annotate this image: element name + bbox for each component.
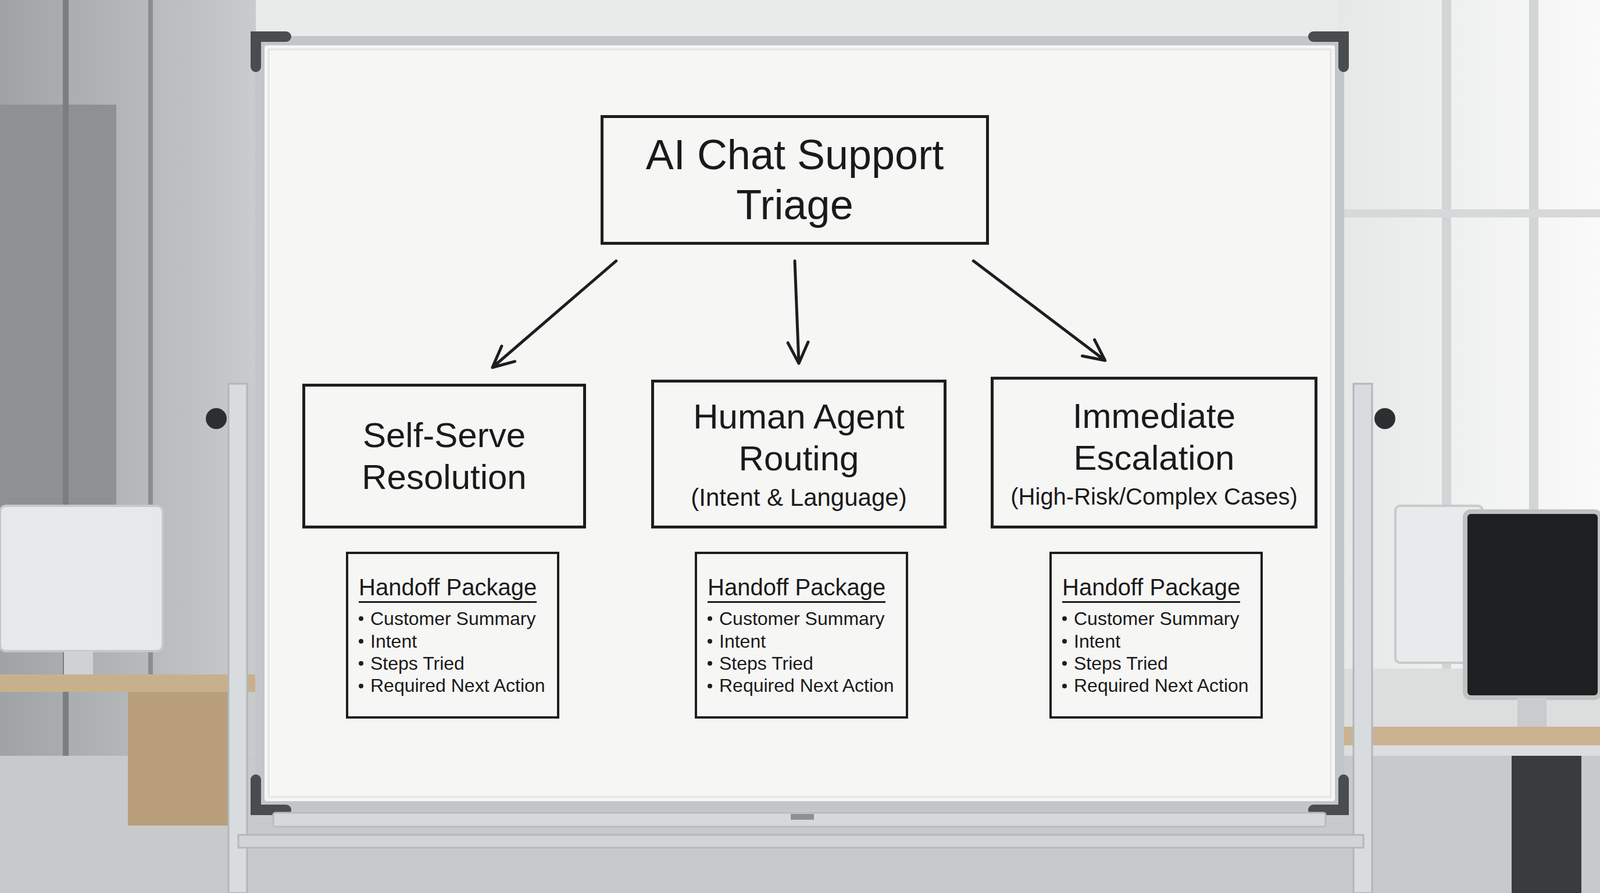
- bullet-item: Customer Summary: [370, 607, 537, 630]
- window-transom: [1337, 209, 1600, 218]
- connector-arrow: [973, 261, 1105, 361]
- tray-clip: [790, 813, 814, 820]
- bullet-item: Steps Tried: [1073, 652, 1169, 675]
- bullet-dot: [1062, 616, 1067, 621]
- bullet-item: Steps Tried: [370, 652, 465, 675]
- bullet-item: Intent: [719, 630, 766, 653]
- stand-pole: [1353, 383, 1373, 893]
- glass-partition: [0, 0, 256, 756]
- box-subtitle: (Intent & Language): [690, 483, 907, 513]
- stand-knob: [205, 408, 227, 430]
- package-heading: Handoff Package: [358, 573, 537, 603]
- frame-corner: [1313, 36, 1344, 67]
- monitor-stand: [1517, 697, 1547, 727]
- frame-corner: [1313, 779, 1344, 810]
- box-title: Immediate Escalation: [1026, 395, 1282, 480]
- bullet-dot: [358, 616, 364, 621]
- bullet-row: Required Next Action: [358, 674, 547, 697]
- stand-knob: [1374, 408, 1396, 430]
- monitor: [0, 505, 163, 652]
- office-chair: [1511, 755, 1582, 893]
- marker-tray: [273, 812, 1326, 827]
- bullet-dot: [358, 638, 364, 644]
- box-title: Human Agent Routing: [670, 395, 927, 480]
- handoff-package-box: Handoff PackageCustomer SummaryIntentSte…: [345, 551, 560, 719]
- bullet-row: Customer Summary: [707, 607, 896, 630]
- stand-pole: [228, 383, 248, 893]
- bullet-row: Steps Tried: [707, 652, 896, 675]
- package-heading: Handoff Package: [707, 573, 886, 603]
- box-title: AI Chat Support Triage: [620, 129, 970, 231]
- bullet-item: Customer Summary: [1073, 607, 1240, 630]
- bullet-row: Intent: [1062, 630, 1250, 653]
- route-box: Human Agent Routing(Intent & Language): [651, 379, 947, 529]
- box-subtitle: (High-Risk/Complex Cases): [1010, 482, 1298, 511]
- monitor-stand: [63, 651, 94, 675]
- bullet-dot: [358, 661, 364, 666]
- bullet-row: Customer Summary: [358, 607, 547, 630]
- route-box: Immediate Escalation(High-Risk/Complex C…: [990, 376, 1318, 529]
- route-box: Self-Serve Resolution: [302, 383, 587, 529]
- package-heading: Handoff Package: [1062, 573, 1241, 603]
- bullet-row: Steps Tried: [1062, 652, 1250, 675]
- bullet-item: Required Next Action: [370, 674, 546, 697]
- bullet-dot: [1062, 661, 1067, 666]
- frame-corner: [255, 36, 287, 67]
- bullet-dot: [707, 683, 713, 689]
- bullet-row: Customer Summary: [1062, 607, 1250, 630]
- bullet-dot: [707, 638, 713, 644]
- bullet-item: Required Next Action: [719, 674, 895, 697]
- desk-top: [0, 674, 256, 692]
- bullet-row: Intent: [358, 630, 547, 653]
- bullet-item: Steps Tried: [719, 652, 814, 675]
- monitor: [1465, 511, 1600, 698]
- bullet-row: Intent: [707, 630, 896, 653]
- bullet-item: Required Next Action: [1073, 674, 1249, 697]
- desk-top: [1337, 726, 1600, 746]
- bullet-row: Steps Tried: [358, 652, 547, 675]
- bullet-item: Intent: [1073, 630, 1121, 653]
- box-title: Self-Serve Resolution: [322, 414, 567, 499]
- bullet-dot: [1062, 638, 1067, 644]
- root-box: AI Chat Support Triage: [600, 115, 989, 245]
- bullet-item: Customer Summary: [719, 607, 885, 630]
- bullet-item: Intent: [370, 630, 417, 653]
- whiteboard: [259, 40, 1340, 806]
- connector-arrow: [787, 261, 809, 364]
- whiteboard-inner-edge: [268, 49, 1331, 798]
- bullet-dot: [358, 683, 364, 689]
- bullet-dot: [707, 661, 713, 666]
- bullet-row: Required Next Action: [707, 674, 896, 697]
- bullet-dot: [1062, 683, 1067, 689]
- connector-arrow: [492, 261, 617, 368]
- handoff-package-box: Handoff PackageCustomer SummaryIntentSte…: [694, 551, 909, 719]
- handoff-package-box: Handoff PackageCustomer SummaryIntentSte…: [1049, 551, 1263, 719]
- bullet-dot: [707, 616, 713, 621]
- frame-corner: [255, 779, 287, 810]
- bullet-row: Required Next Action: [1062, 674, 1250, 697]
- desk-drawer: [127, 691, 245, 826]
- stand-crossbar: [238, 834, 1364, 848]
